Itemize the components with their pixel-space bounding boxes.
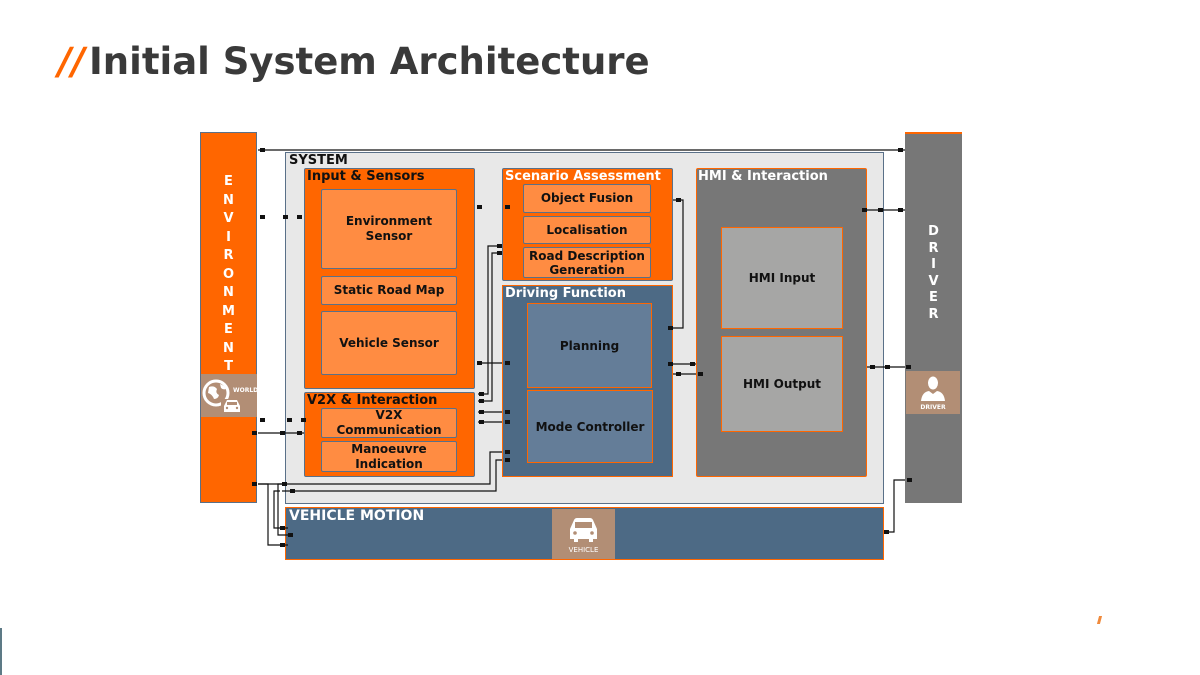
port-marker bbox=[260, 215, 265, 219]
system-label: SYSTEM bbox=[289, 153, 348, 168]
page-number-mark bbox=[1096, 616, 1103, 624]
group-label: Driving Function bbox=[505, 286, 626, 301]
env-letter: V bbox=[223, 211, 234, 226]
env-letter: I bbox=[226, 229, 231, 245]
component-localisation[interactable]: Localisation bbox=[523, 216, 651, 244]
group-label: Scenario Assessment bbox=[505, 169, 661, 184]
driver-letter: V bbox=[928, 273, 939, 289]
wire-vm-driver bbox=[884, 479, 905, 533]
component-manoeuvre-indication[interactable]: Manoeuvre Indication bbox=[321, 441, 457, 472]
env-letter: E bbox=[224, 174, 233, 189]
page-title: //Initial System Architecture bbox=[58, 40, 650, 83]
port-marker bbox=[898, 148, 903, 152]
port-marker bbox=[884, 530, 889, 534]
component-label: Manoeuvre Indication bbox=[351, 441, 427, 471]
component-label: V2X Communication bbox=[336, 408, 442, 437]
component-v2x-communication[interactable]: V2X Communication bbox=[321, 408, 457, 438]
component-planning[interactable]: Planning bbox=[527, 303, 652, 388]
vehicle-badge-label: VEHICLE bbox=[568, 546, 599, 554]
driver-block[interactable]: D R I V E R DRIVER bbox=[905, 132, 962, 503]
driver-letter: D bbox=[928, 224, 939, 239]
globe-car-icon bbox=[202, 379, 243, 413]
group-label: Input & Sensors bbox=[307, 169, 425, 184]
port-marker bbox=[898, 208, 903, 212]
component-label: Road Description Generation bbox=[529, 248, 645, 277]
group-label: HMI & Interaction bbox=[698, 169, 828, 184]
driver-label: D R I V E R bbox=[905, 224, 962, 323]
env-letter: N bbox=[223, 192, 234, 208]
vehicle-motion-label: VEHICLE MOTION bbox=[289, 508, 425, 524]
env-letter: R bbox=[223, 248, 234, 263]
env-letter: N bbox=[223, 285, 234, 300]
driver-letter: R bbox=[928, 240, 939, 256]
group-input-sensors[interactable]: Input & Sensors Environment Sensor Stati… bbox=[304, 168, 475, 389]
component-static-road-map[interactable]: Static Road Map bbox=[321, 276, 457, 305]
component-label: Planning bbox=[559, 338, 620, 353]
env-letter: N bbox=[223, 340, 234, 356]
env-letter: E bbox=[224, 322, 233, 337]
port-marker bbox=[260, 148, 265, 152]
car-icon bbox=[570, 518, 597, 542]
component-mode-controller[interactable]: Mode Controller bbox=[527, 390, 653, 463]
driver-badge: DRIVER bbox=[906, 371, 960, 414]
driver-letter: I bbox=[931, 257, 936, 272]
component-label: Static Road Map bbox=[333, 283, 445, 297]
env-letter: M bbox=[222, 303, 235, 319]
port-marker bbox=[260, 418, 265, 422]
wire-env-vm-1 bbox=[258, 483, 288, 546]
group-scenario-assessment[interactable]: Scenario Assessment Object Fusion Locali… bbox=[502, 168, 673, 281]
component-hmi-input[interactable]: HMI Input bbox=[721, 227, 843, 329]
driver-letter: E bbox=[929, 290, 938, 305]
title-prefix: // bbox=[58, 40, 86, 83]
component-label: Localisation bbox=[546, 222, 628, 237]
world-badge: WORLD bbox=[201, 374, 259, 417]
component-label: HMI Input bbox=[748, 271, 816, 285]
component-label: Mode Controller bbox=[535, 419, 645, 434]
component-road-description-generation[interactable]: Road Description Generation bbox=[523, 247, 651, 278]
title-text: Initial System Architecture bbox=[89, 40, 650, 83]
vehicle-badge: VEHICLE bbox=[552, 509, 615, 559]
env-letter: O bbox=[222, 266, 235, 282]
person-icon bbox=[921, 376, 945, 401]
component-hmi-output[interactable]: HMI Output bbox=[721, 336, 843, 432]
component-environment-sensor[interactable]: Environment Sensor bbox=[321, 189, 457, 269]
environment-block[interactable]: E N V I R O N M E N T WORLD bbox=[200, 132, 259, 503]
component-vehicle-sensor[interactable]: Vehicle Sensor bbox=[321, 311, 457, 375]
component-label: HMI Output bbox=[743, 377, 821, 391]
group-label: V2X & Interaction bbox=[307, 393, 438, 408]
component-object-fusion[interactable]: Object Fusion bbox=[523, 184, 651, 213]
component-label: Vehicle Sensor bbox=[339, 335, 439, 350]
component-label: Environment Sensor bbox=[345, 214, 433, 243]
group-hmi-interaction[interactable]: HMI & Interaction HMI Input HMI Output bbox=[696, 168, 867, 477]
vehicle-motion-block[interactable]: VEHICLE MOTION VEHICLE bbox=[285, 507, 884, 560]
driver-letter: R bbox=[928, 306, 939, 322]
left-edge-bar bbox=[0, 628, 2, 675]
group-v2x-interaction[interactable]: V2X & Interaction V2X Communication Mano… bbox=[304, 392, 475, 477]
world-badge-label: WORLD bbox=[233, 387, 259, 394]
component-label: Object Fusion bbox=[540, 191, 634, 205]
driver-badge-label: DRIVER bbox=[920, 404, 946, 411]
port-marker bbox=[885, 365, 890, 369]
group-driving-function[interactable]: Driving Function Planning Mode Controlle… bbox=[502, 285, 673, 477]
environment-label: E N V I R O N M E N T bbox=[201, 173, 256, 377]
env-letter: T bbox=[224, 359, 233, 374]
